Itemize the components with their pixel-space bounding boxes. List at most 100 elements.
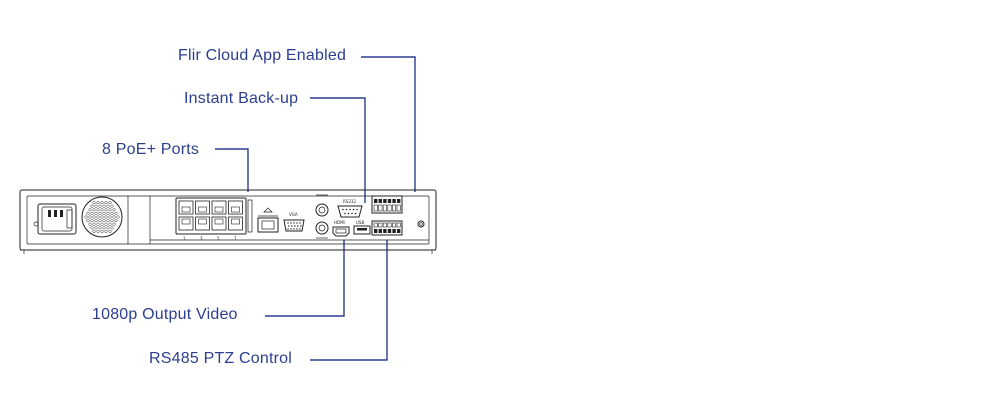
terminal-block-top <box>371 195 403 214</box>
callout-instant-backup: Instant Back-up <box>184 90 299 107</box>
fan-hole <box>108 201 112 205</box>
fan-hole <box>86 219 90 223</box>
terminal-screw <box>378 199 382 203</box>
usb-label: USB <box>356 220 364 225</box>
terminal-screw <box>387 229 392 233</box>
terminal-screw <box>383 199 387 203</box>
terminal-slot <box>392 222 397 228</box>
lan-port-icon <box>257 207 279 233</box>
leader-cloud-app <box>361 56 416 192</box>
audio-jack-icon <box>315 194 329 239</box>
fan-hole <box>96 201 100 205</box>
fan-hole <box>108 222 112 226</box>
fan-hole <box>96 208 100 212</box>
poe-port-latch <box>214 206 224 213</box>
poe-ports-block: 1 3 5 7 <box>175 197 247 241</box>
fan-hole <box>96 229 100 233</box>
screw-icon <box>33 221 39 227</box>
fan-hole <box>88 208 92 212</box>
poe-port-latch <box>198 218 207 225</box>
vga-pin <box>296 228 298 230</box>
rs232-pin <box>352 208 355 211</box>
fan-hole <box>104 229 108 233</box>
terminal-slot <box>378 222 383 228</box>
hdmi-label: HDMI <box>334 220 345 225</box>
vga-pin <box>299 222 301 224</box>
fan-hole <box>98 204 102 208</box>
fan-hole <box>84 215 88 219</box>
terminal-slot <box>387 204 392 212</box>
fan-hole <box>108 208 112 212</box>
poe-port-icon <box>211 200 227 215</box>
fan-hole <box>106 204 110 208</box>
poe-port-icon <box>195 200 210 215</box>
rs232-pin <box>347 212 350 215</box>
fan-hole <box>100 208 104 212</box>
screw-icon <box>417 220 425 228</box>
vga-pin <box>300 225 302 227</box>
callout-video-output: 1080p Output Video <box>92 306 238 323</box>
fan-hole <box>86 211 90 215</box>
rs232-pin <box>349 208 351 211</box>
power-inlet-icon <box>37 203 77 235</box>
fan-hole <box>114 211 118 215</box>
vga-label: VGA <box>289 212 298 217</box>
rs232-pin <box>351 212 353 215</box>
poe-label-7: 7 <box>234 236 237 241</box>
fan-hole <box>112 222 116 226</box>
vga-pin <box>288 225 290 227</box>
fan-hole <box>104 222 108 226</box>
fan-hole <box>98 211 102 215</box>
terminal-slot <box>392 204 397 212</box>
rs232-pin <box>342 208 344 211</box>
fan-hole <box>92 201 96 205</box>
fan-hole <box>92 229 96 233</box>
terminal-screw <box>378 229 382 233</box>
leader-video-output <box>265 240 345 317</box>
poe-port-latch <box>198 206 207 213</box>
poe-port-latch <box>231 206 240 213</box>
hdmi-port-icon: HDMI <box>332 220 350 237</box>
terminal-screw <box>374 229 378 233</box>
terminal-slot <box>373 222 378 228</box>
fan-hole <box>114 219 118 223</box>
fan-hole <box>88 222 92 226</box>
terminal-slot <box>396 204 401 212</box>
rs232-pin <box>345 208 348 211</box>
callout-cloud-app: Flir Cloud App Enabled <box>178 47 347 64</box>
fan-hole <box>102 204 106 208</box>
fan-hole <box>108 229 112 233</box>
poe-label-3: 3 <box>200 236 203 241</box>
fan-hole <box>104 215 108 219</box>
vga-pin <box>294 225 296 227</box>
vga-pin <box>297 225 299 227</box>
poe-port-latch <box>231 218 240 225</box>
port-label-strip <box>247 199 253 233</box>
usb-port-icon: USB <box>353 220 371 235</box>
fan-hole <box>110 219 114 223</box>
fan-hole <box>110 211 114 215</box>
fan-hole <box>102 226 106 230</box>
fan-hole <box>94 219 98 223</box>
fan-hole <box>112 215 116 219</box>
poe-label-1: 1 <box>183 236 186 241</box>
fan-hole <box>110 204 114 208</box>
rs232-port-icon: RS232 <box>337 199 363 218</box>
poe-port-latch <box>181 218 191 225</box>
poe-port-icon <box>228 200 243 215</box>
poe-port-icon <box>228 216 243 231</box>
fan-hole <box>106 211 110 215</box>
poe-port-icon <box>211 216 227 231</box>
fan-hole <box>92 208 96 212</box>
terminal-slot <box>378 204 383 212</box>
poe-port-icon <box>178 200 194 215</box>
fan-hole <box>90 219 94 223</box>
chassis <box>19 189 437 254</box>
leader-instant-backup <box>310 97 366 203</box>
poe-port-icon <box>178 216 194 231</box>
leader-poe-ports <box>215 148 249 192</box>
rs232-pin <box>356 208 358 211</box>
poe-port-latch <box>181 206 191 213</box>
